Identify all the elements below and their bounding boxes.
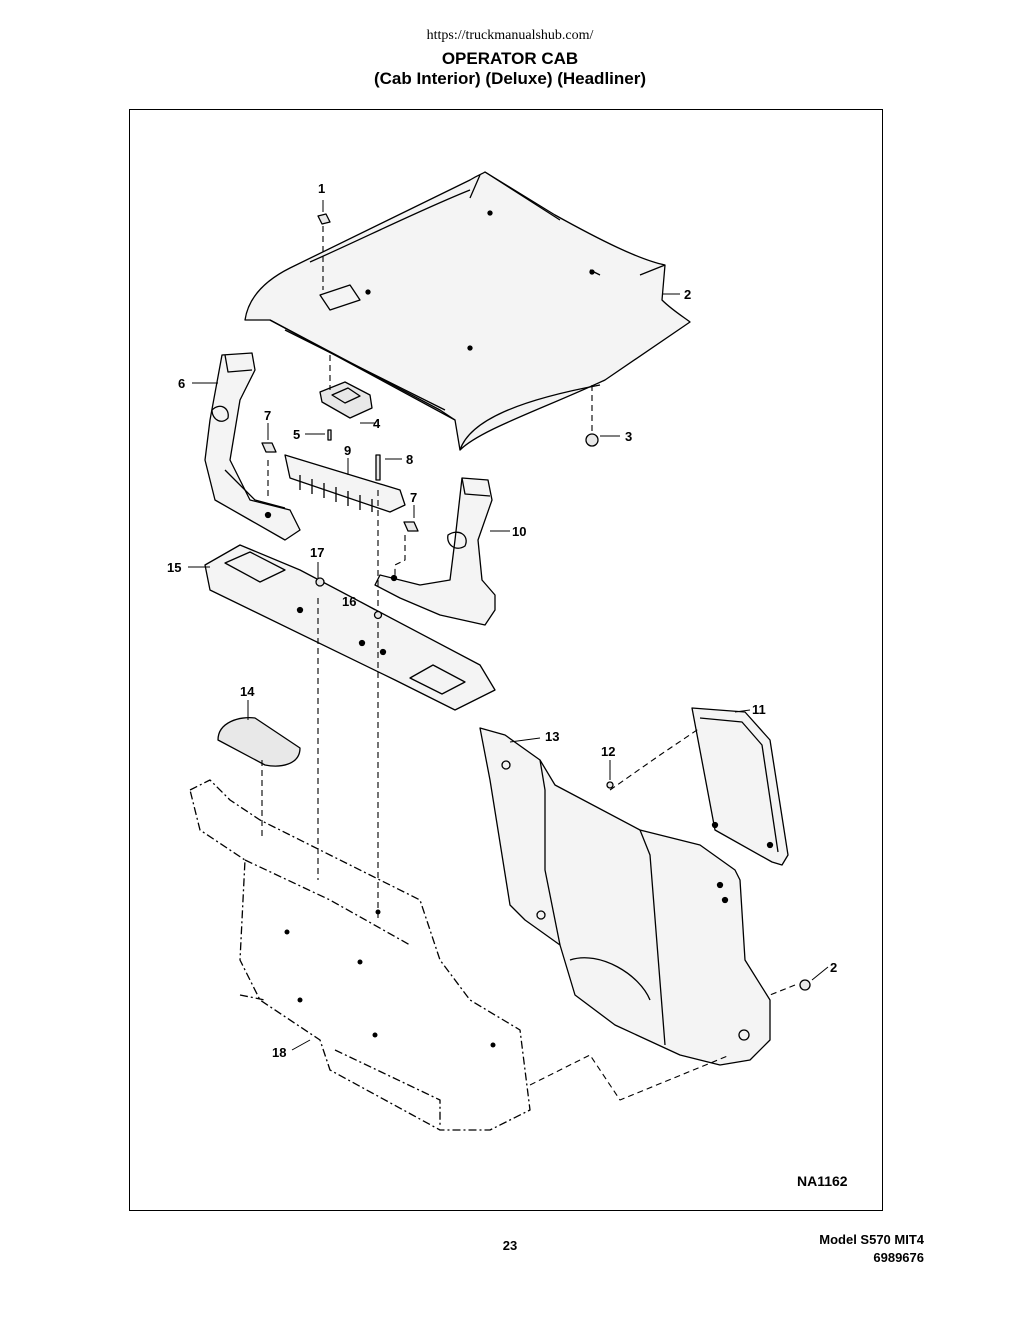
clip-part-7-left: [261, 442, 277, 453]
fastener-part-2-upper: [585, 433, 599, 447]
callout-label: 8: [406, 452, 413, 467]
callout-labels: 1 2 3 3 4 5 6 7 8 9 7 10 15 17 16 14 11 …: [167, 181, 837, 1060]
callout-label: 2: [830, 960, 837, 975]
source-url: https://truckmanualshub.com/: [426, 28, 594, 43]
nut-part-17: [315, 577, 325, 587]
floor-plate: [204, 544, 496, 711]
callout-label: 12: [601, 744, 615, 759]
callout-label: 7: [264, 408, 271, 423]
model-info: Model S570 MIT4 6989676: [819, 1231, 924, 1267]
screw-part-5: [327, 429, 332, 441]
assembly-lines: [261, 226, 796, 1101]
figure-id: NA1162: [797, 1173, 848, 1189]
fastener-part-2-lower: [799, 979, 811, 991]
callout-label: 11: [752, 702, 766, 717]
callout-label: 17: [310, 545, 324, 560]
clip-part-7-right: [403, 521, 419, 532]
callout-label: 5: [293, 427, 300, 442]
page-title: OPERATOR CAB: [441, 49, 579, 68]
hardware: [261, 213, 811, 991]
part-number: 6989676: [873, 1250, 924, 1265]
cab-frame: [189, 779, 531, 1131]
callout-label: 4: [373, 416, 381, 431]
page-subtitle: (Cab Interior) (Deluxe) (Headliner): [373, 69, 647, 88]
callout-label: 9: [344, 443, 351, 458]
center-bracket: [284, 454, 406, 513]
side-panel: [479, 727, 771, 1066]
callout-label: 13: [545, 729, 559, 744]
diagram-frame: [129, 109, 883, 1211]
clip-part-3: [317, 213, 331, 225]
pad: [217, 716, 301, 767]
fastener-part-12: [606, 781, 614, 789]
dome-light: [319, 381, 373, 419]
callout-label: 1: [318, 181, 325, 196]
headliner-part: [244, 171, 691, 451]
right-pillar-trim: [374, 477, 496, 626]
callout-label: 7: [410, 490, 417, 505]
left-pillar-trim: [204, 352, 301, 541]
model-name: Model S570 MIT4: [819, 1232, 924, 1247]
callout-label: 6: [178, 376, 185, 391]
screw-part-8: [375, 454, 381, 481]
callout-label: 15: [167, 560, 181, 575]
nut-part-16: [373, 610, 383, 620]
callout-label: 14: [240, 684, 255, 699]
leader-lines: [188, 200, 829, 1051]
callout-label: 2: [684, 287, 691, 302]
callout-label: 18: [272, 1045, 286, 1060]
callout-label: 16: [342, 594, 356, 609]
page-number: 23: [502, 1238, 518, 1253]
callout-label: 3: [625, 429, 632, 444]
door-panel: [691, 707, 789, 866]
callout-label: 10: [512, 524, 526, 539]
